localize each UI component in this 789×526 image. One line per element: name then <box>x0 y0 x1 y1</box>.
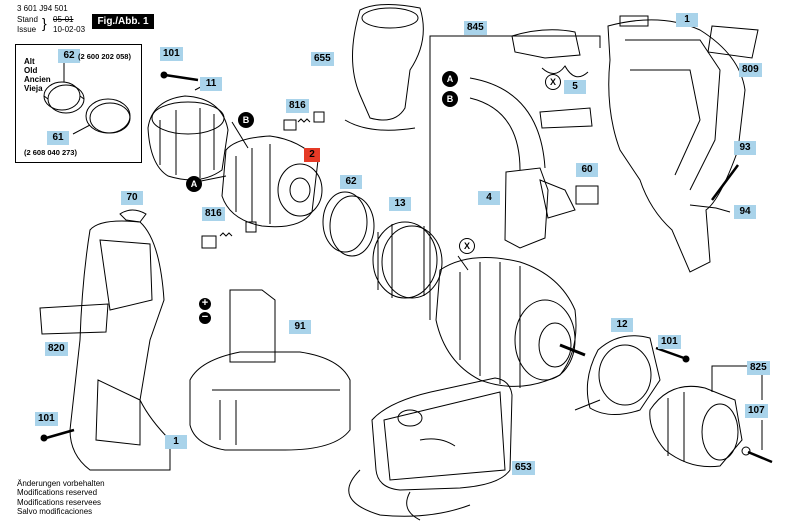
marker-a-motor: A <box>186 176 202 192</box>
spring-5 <box>539 65 593 129</box>
lang-de: Alt <box>24 57 35 66</box>
footer-line-de: Änderungen vorbehalten <box>17 479 105 488</box>
footer-line-es: Salvo modificaciones <box>17 507 93 517</box>
marker-x-top: X <box>545 74 561 90</box>
gearbox-housing-11 <box>147 81 229 181</box>
old-parts-box <box>15 44 142 163</box>
tag-816-top: 816 <box>286 99 309 113</box>
tag-845: 845 <box>464 21 487 35</box>
tag-825: 825 <box>747 361 770 375</box>
switch-4 <box>469 77 576 249</box>
tag-101-bottom-left: 101 <box>35 412 58 426</box>
tag-809: 809 <box>739 63 762 77</box>
gear-unit <box>435 257 586 388</box>
part-number-top: (2 600 202 058) <box>78 52 131 61</box>
footer-notice: Änderungen vorbehalten Modifications res… <box>17 479 105 517</box>
direction-switch-845 <box>511 29 581 59</box>
cover-12 <box>574 335 661 415</box>
tag-62: 62 <box>340 175 362 189</box>
ring-gear-13 <box>372 221 443 299</box>
connector-60 <box>575 185 599 205</box>
clip-94 <box>689 204 731 213</box>
bit-93 <box>710 164 740 201</box>
housing-half-1-left <box>69 220 171 471</box>
ring-62-illustration <box>43 81 85 114</box>
part-number-bottom: (2 608 040 273) <box>24 148 77 157</box>
lang-fr: Ancien <box>24 75 51 84</box>
tag-1-left: 1 <box>165 435 187 449</box>
screw-101-bottom-left <box>40 428 75 442</box>
doc-number: 3 601 J94 501 <box>17 4 68 13</box>
chuck-825 <box>649 385 743 468</box>
battery-plus-marker: + <box>199 298 211 310</box>
marker-b-motor: B <box>238 112 254 128</box>
clip-70 <box>119 209 147 223</box>
lang-en: Old <box>24 66 38 75</box>
tag-820: 820 <box>45 342 68 356</box>
tag-91: 91 <box>289 320 311 334</box>
header-brace: } <box>42 15 47 31</box>
tag-61-old: 61 <box>47 131 69 145</box>
tag-94: 94 <box>734 205 756 219</box>
footer-line-en: Modifications reserved <box>17 488 98 498</box>
issue-label: Issue <box>17 25 37 34</box>
marker-a-wire: A <box>442 71 458 87</box>
brush-set-816-top <box>283 111 325 131</box>
attachment-655 <box>344 4 424 131</box>
screw-101-top <box>160 71 199 82</box>
brush-set-816-bottom <box>201 221 257 249</box>
tag-816-bottom: 816 <box>202 207 225 221</box>
housing-half-1-right <box>607 15 746 273</box>
issue-date: 10-02-03 <box>53 25 86 34</box>
tag-4: 4 <box>478 191 500 205</box>
label-820 <box>39 303 109 335</box>
tag-1-right: 1 <box>676 13 698 27</box>
tag-93: 93 <box>734 141 756 155</box>
footer-line-fr: Modifications reservees <box>17 497 102 507</box>
marker-b-wire: B <box>442 91 458 107</box>
tag-101-right: 101 <box>658 335 681 349</box>
tag-101-top: 101 <box>160 47 183 61</box>
tag-11: 11 <box>200 77 222 91</box>
tag-13: 13 <box>389 197 411 211</box>
tag-107: 107 <box>745 404 768 418</box>
tag-62-old: 62 <box>58 49 80 63</box>
tag-653: 653 <box>512 461 535 475</box>
motor-2 <box>221 135 323 228</box>
battery-91 <box>189 289 351 451</box>
tag-60: 60 <box>576 163 598 177</box>
charger-653 <box>348 377 513 521</box>
ring-62 <box>322 191 375 257</box>
tag-2: 2 <box>304 148 320 162</box>
battery-minus-marker: − <box>199 312 211 324</box>
screw-101-right <box>655 346 690 363</box>
stand-label: Stand <box>17 15 38 24</box>
stand-old-date: 05-01 <box>53 15 74 24</box>
ring-61-illustration <box>85 98 131 134</box>
lang-es: Vieja <box>24 84 43 93</box>
tag-70: 70 <box>121 191 143 205</box>
tag-655: 655 <box>311 52 334 66</box>
figure-label: Fig./Abb. 1 <box>92 14 154 29</box>
tag-5: 5 <box>564 80 586 94</box>
marker-x-center: X <box>459 238 475 254</box>
label-809 <box>707 25 759 59</box>
screw-107 <box>741 446 773 464</box>
tag-12: 12 <box>611 318 633 332</box>
